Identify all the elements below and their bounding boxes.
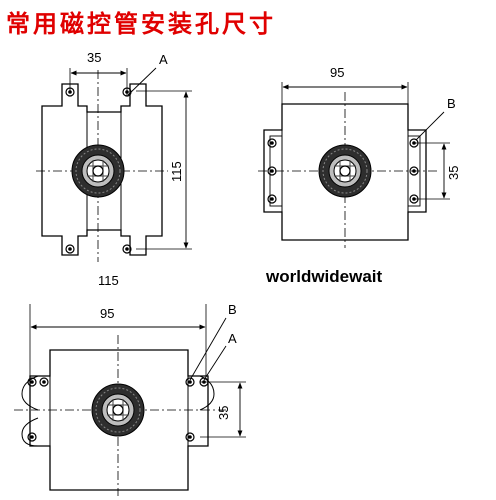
fig2-mount-hole	[267, 166, 277, 176]
diagram-title: 常用磁控管安装孔尺寸	[6, 9, 276, 38]
fig3-dim-side: 35	[216, 406, 231, 420]
fig3-mount-hole	[185, 432, 195, 442]
figure-3-bottom	[14, 304, 246, 496]
fig3-mount-hole	[27, 432, 37, 442]
fig3-magnetron-core	[91, 383, 145, 437]
figure-2-top-right	[258, 82, 450, 248]
fig1-dim-top: 35	[87, 50, 101, 65]
fig2-dim-side: 35	[446, 166, 461, 180]
figure-1-top-left	[36, 67, 192, 262]
fig3-label-b: B	[228, 302, 237, 317]
figure-1-caption: 115	[98, 273, 119, 288]
fig2-magnetron-core	[318, 144, 372, 198]
fig1-plate-outline	[41, 83, 163, 256]
fig3-mount-hole	[39, 377, 49, 387]
fig3-label-a: A	[228, 331, 237, 346]
fig1-dim-side: 115	[169, 161, 184, 182]
fig3-dim-top: 95	[100, 306, 114, 321]
fig1-mount-hole	[65, 244, 75, 254]
fig2-label-b: B	[447, 96, 456, 111]
fig1-magnetron-core	[71, 144, 125, 198]
fig2-dim-top: 95	[330, 65, 344, 80]
watermark-text: worldwidewait	[266, 267, 383, 286]
fig2-mount-hole	[267, 138, 277, 148]
fig1-label-a: A	[159, 52, 168, 67]
fig2-mount-hole	[267, 194, 277, 204]
